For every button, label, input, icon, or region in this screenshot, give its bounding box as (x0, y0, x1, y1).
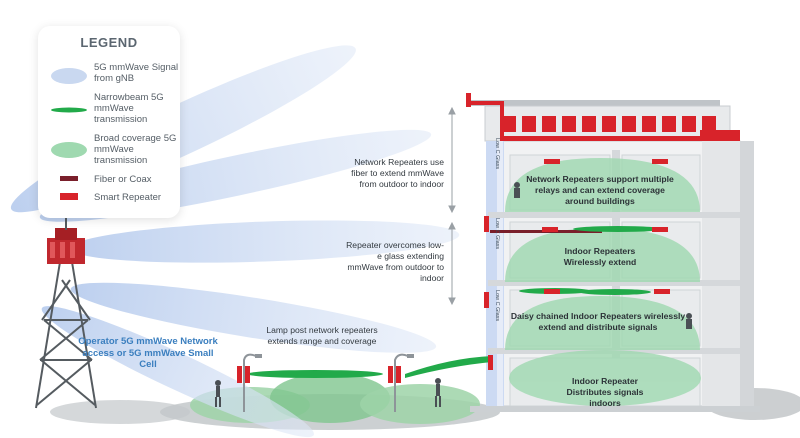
measure-arrows (448, 106, 456, 306)
narrow-beams (247, 226, 663, 378)
indoor-coverage (505, 158, 701, 406)
indoor-people (514, 182, 692, 329)
legend-label: Smart Repeater (94, 192, 162, 203)
operator-label: Operator 5G mmWave Network access or 5G … (78, 336, 218, 370)
floor3-label: Network Repeaters support multiple relay… (526, 174, 674, 206)
cell-tower (35, 261, 97, 409)
ground-floor-label: Indoor Repeater Distributes signals indo… (566, 376, 644, 408)
legend-label: Broad coverage 5G mmWave transmission (94, 133, 177, 166)
broad-coverage-icon (51, 142, 87, 158)
tower-antenna (47, 218, 85, 264)
annotation-lowe-repeater: Repeater overcomes low-e glass extending… (346, 240, 444, 283)
legend-panel: LEGEND 5G mmWave Signal from gNB Narrowb… (38, 26, 180, 218)
floor2-label: Indoor Repeaters Wirelessly extend (563, 246, 637, 267)
fiber-coax-icon (60, 176, 78, 181)
legend-label: Narrowbeam 5G mmWave transmission (94, 92, 164, 125)
blue-ellipse-icon (51, 68, 87, 84)
glass-label-mid: Low C Glass (494, 218, 500, 250)
pedestrians (215, 378, 441, 407)
narrow-beam-icon (51, 107, 87, 113)
glass-label-top: Low C Glass (494, 138, 500, 170)
legend-title: LEGEND (80, 35, 138, 50)
legend-label: 5G mmWave Signal from gNB (94, 62, 179, 84)
smart-repeater-icon (60, 193, 78, 200)
annotation-fiber-repeaters: Network Repeaters use fiber to extend mm… (351, 157, 444, 189)
glass-label-low: Low C Glass (494, 290, 500, 322)
lamp-heads (255, 354, 414, 358)
smart-repeaters (237, 159, 670, 383)
annotation-lamp-post: Lamp post network repeaters extends rang… (266, 325, 378, 346)
floor1-label: Daisy chained Indoor Repeaters wirelessl… (510, 311, 686, 332)
lamp-posts (243, 353, 409, 412)
legend-label: Fiber or Coax (94, 174, 152, 185)
